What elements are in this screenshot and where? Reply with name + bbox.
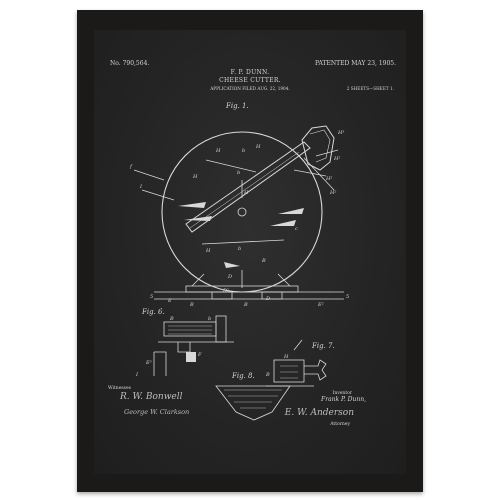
svg-text:f: f bbox=[129, 164, 133, 170]
svg-text:B: B bbox=[261, 258, 266, 264]
svg-text:c: c bbox=[295, 226, 298, 232]
svg-text:I: I bbox=[139, 184, 143, 190]
patent-date: PATENTED MAY 23, 1905. bbox=[315, 60, 396, 67]
svg-text:b: b bbox=[208, 316, 211, 322]
svg-text:H²: H² bbox=[329, 190, 336, 196]
inventor-label: Inventor bbox=[332, 391, 352, 396]
svg-text:B: B bbox=[189, 302, 194, 308]
fig7-clamp bbox=[273, 359, 305, 383]
fig7-label: Fig. 7. bbox=[311, 342, 335, 350]
patent-title: CHEESE CUTTER. bbox=[219, 77, 281, 84]
svg-text:H: H bbox=[255, 144, 261, 150]
svg-text:H²: H² bbox=[325, 176, 332, 182]
attorney-signature: E. W. Anderson bbox=[284, 408, 354, 418]
witness-signature-2: George W. Clarkson bbox=[124, 408, 190, 416]
center-pivot bbox=[237, 207, 247, 217]
sheet-count: 2 SHEETS—SHEET 1. bbox=[346, 86, 394, 91]
inventor-signature: Frank P. Dunn, bbox=[321, 396, 366, 403]
patent-number: No. 790,564. bbox=[110, 60, 150, 67]
svg-text:E³: E³ bbox=[145, 360, 152, 366]
svg-text:I: I bbox=[135, 372, 139, 378]
patent-inventor-header: F. P. DUNN. bbox=[230, 69, 270, 76]
svg-text:b: b bbox=[242, 148, 245, 154]
svg-text:5: 5 bbox=[346, 294, 349, 300]
svg-text:B: B bbox=[265, 372, 270, 378]
witness-signature-1: R. W. Bonwell bbox=[120, 392, 183, 402]
svg-text:H: H bbox=[215, 148, 221, 154]
svg-text:D²: D² bbox=[222, 288, 229, 294]
fig1-label: Fig. 1. bbox=[225, 102, 249, 110]
fig6-label: Fig. 6. bbox=[141, 308, 165, 316]
svg-text:b: b bbox=[237, 170, 240, 176]
svg-text:H: H bbox=[283, 354, 289, 360]
fig8-wedge bbox=[215, 385, 291, 421]
svg-text:E: E bbox=[167, 298, 172, 304]
svg-text:E²: E² bbox=[317, 302, 324, 308]
svg-text:b: b bbox=[238, 246, 241, 252]
svg-text:5: 5 bbox=[150, 294, 153, 300]
patent-print: No. 790,564. PATENTED MAY 23, 1905. F. P… bbox=[94, 30, 406, 474]
svg-text:H: H bbox=[205, 248, 211, 254]
svg-text:F: F bbox=[197, 352, 202, 358]
fig8-label: Fig. 8. bbox=[231, 372, 255, 380]
svg-text:D: D bbox=[227, 274, 232, 280]
svg-text:B: B bbox=[243, 302, 248, 308]
svg-text:H²: H² bbox=[333, 156, 340, 162]
svg-text:H³: H³ bbox=[337, 130, 344, 136]
application-filed: APPLICATION FILED AUG. 22, 1904. bbox=[210, 86, 290, 91]
svg-text:B: B bbox=[169, 316, 174, 322]
witnesses-label: Witnesses bbox=[108, 386, 131, 391]
svg-text:H: H bbox=[243, 190, 249, 196]
attorney-label: Attorney bbox=[330, 422, 350, 427]
svg-text:H: H bbox=[192, 174, 198, 180]
patent-drawing: Fig. 1. bbox=[129, 102, 349, 421]
